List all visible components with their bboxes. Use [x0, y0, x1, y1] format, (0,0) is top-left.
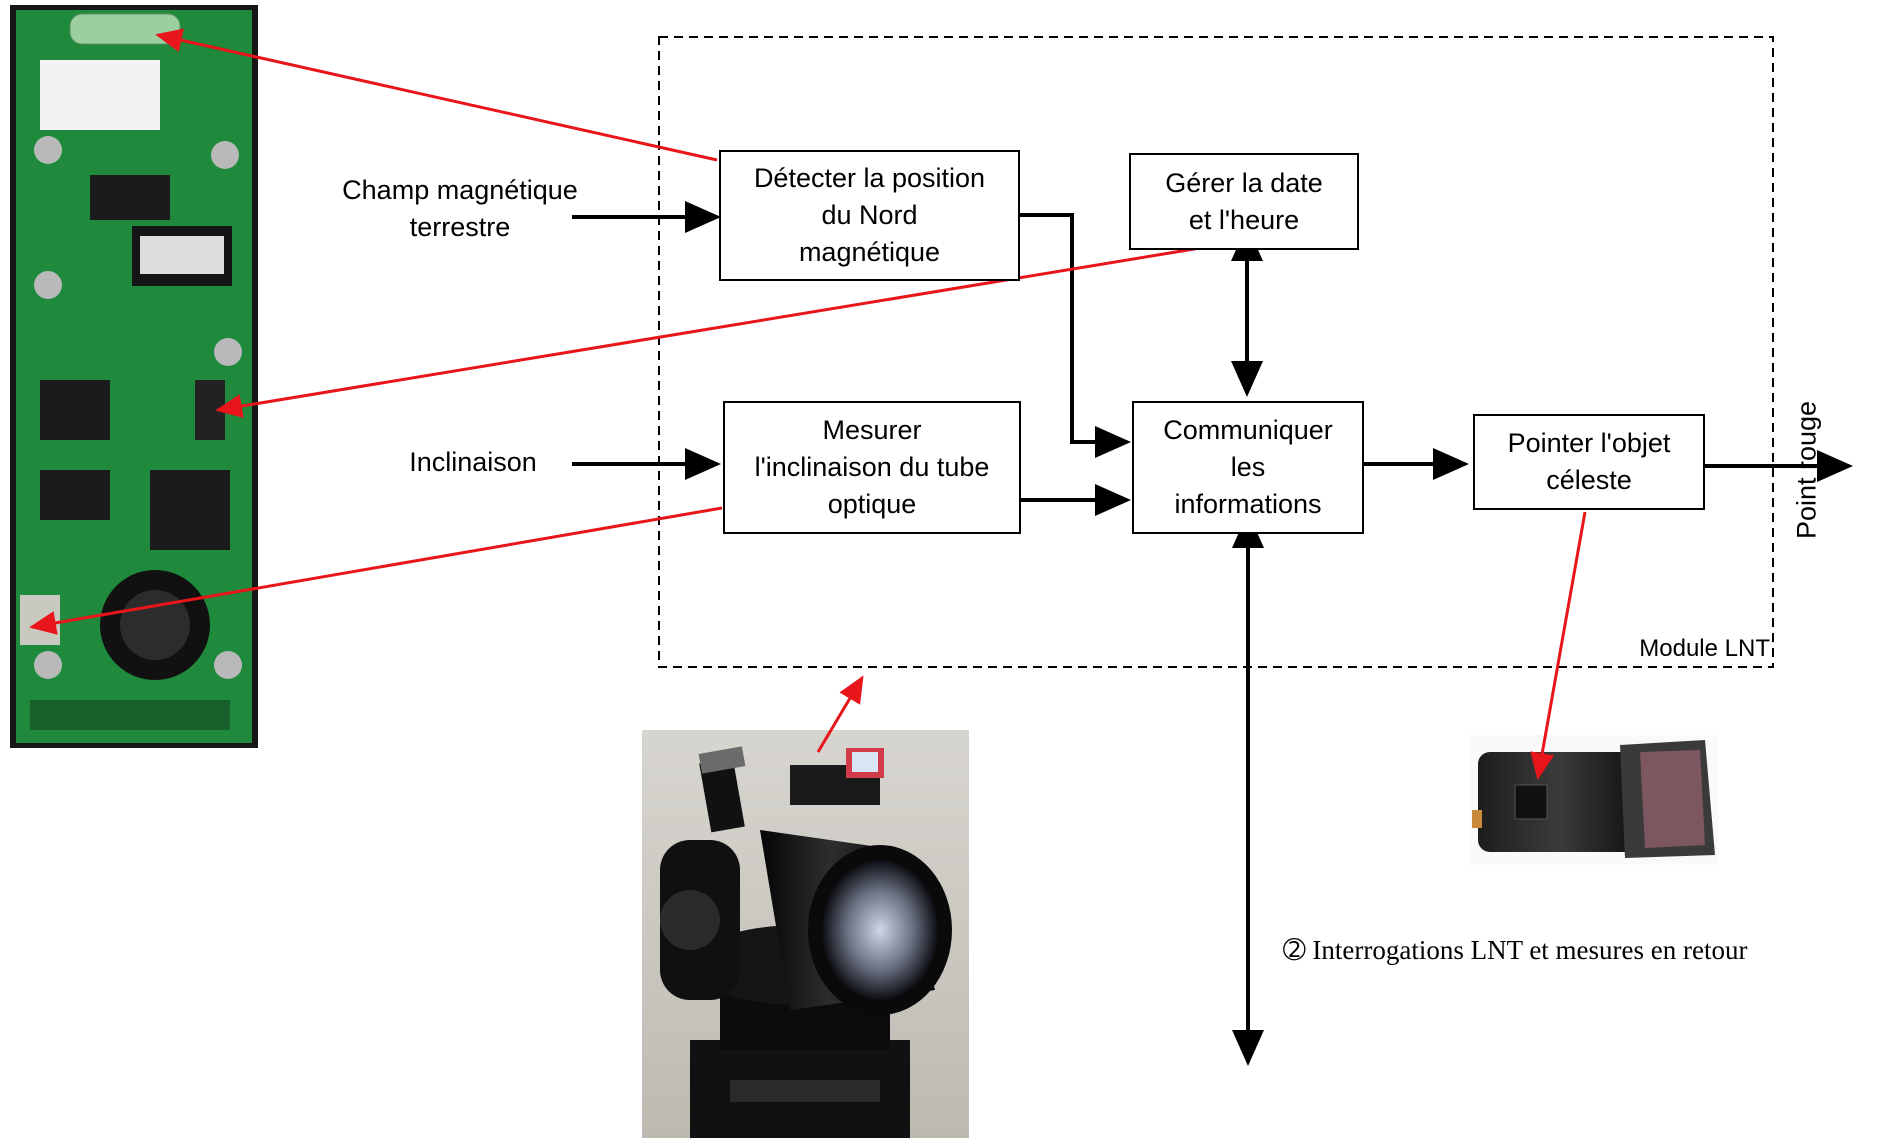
input-magnetic-field-label: Champ magnétique terrestre — [342, 175, 578, 242]
telescope-photo — [642, 730, 969, 1138]
link-date-to-clock — [215, 246, 1201, 418]
block-date-time: Gérer la date et l'heure — [1129, 153, 1359, 250]
laser-pointer-photo — [1469, 735, 1719, 865]
block-communicate: Communiquer les informations — [1132, 401, 1364, 534]
output-label-text: Point rouge — [1791, 400, 1822, 540]
block-detect-north: Détecter la position du Nord magnétique — [719, 150, 1020, 281]
pcb-photo — [10, 5, 258, 748]
block-measure-inclination: Mesurer l'inclinaison du tube optique — [723, 401, 1021, 534]
input-inclination-label: Inclinaison — [409, 447, 537, 477]
arrow-north-to-comm — [1020, 213, 1131, 458]
link-north-to-sensor — [155, 28, 718, 162]
module-label: Module LNT — [1639, 635, 1770, 662]
link-incl-to-sensor — [29, 506, 723, 635]
link-telescope-to-module — [816, 675, 864, 753]
flow-arrows — [572, 201, 1853, 1066]
photo-links — [29, 28, 1587, 780]
block-point-object: Pointer l'objet céleste — [1473, 414, 1705, 510]
bus-label: ➁ Interrogations LNT et mesures en retou… — [1283, 935, 1748, 965]
module-frame — [658, 36, 1774, 668]
link-point-to-laser — [1530, 511, 1587, 780]
